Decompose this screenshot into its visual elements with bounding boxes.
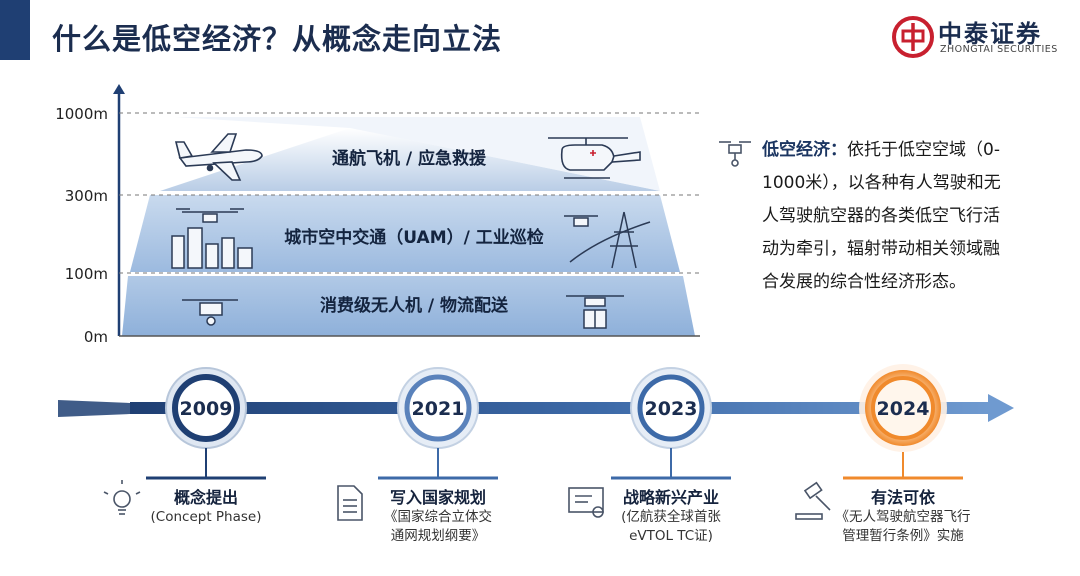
power-line-drone-icon bbox=[564, 211, 651, 269]
helicopter-icon bbox=[548, 137, 641, 179]
altitude-axis-arrow bbox=[113, 84, 125, 94]
timeline-arrowhead bbox=[988, 394, 1014, 422]
drone-definition-icon bbox=[719, 141, 751, 167]
band-top-shape bbox=[160, 128, 660, 191]
tick-label-0m: 0m bbox=[84, 328, 108, 346]
definition-line-3: 人驾驶航空器的各类低空飞行活 bbox=[762, 206, 1000, 226]
tick-label-300m: 300m bbox=[65, 187, 108, 205]
gavel-icon bbox=[795, 481, 831, 520]
definition-term: 低空经济： bbox=[762, 140, 847, 160]
year-2021: 2021 bbox=[412, 398, 465, 420]
milestone-node-2023: 2023 bbox=[611, 367, 731, 480]
definition-line-2: 1000米），以各种有人驾驶和无 bbox=[762, 173, 1001, 193]
milestone-node-2024: 2024 bbox=[843, 364, 963, 480]
timeline: 2009 2021 2023 2024 bbox=[58, 364, 1014, 521]
band-label-middle: 城市空中交通（UAM）/ 工业巡检 bbox=[284, 227, 543, 248]
definition-text: 低空经济：依托于低空空域（0- 1000米），以各种有人驾驶和无 人驾驶航空器的… bbox=[762, 134, 1047, 299]
year-2023: 2023 bbox=[645, 398, 698, 420]
airplane-icon bbox=[174, 133, 263, 181]
band-label-top: 通航飞机 / 应急救援 bbox=[332, 148, 487, 169]
altitude-band-top bbox=[160, 117, 660, 191]
tick-label-1000m: 1000m bbox=[55, 105, 108, 123]
certificate-icon bbox=[568, 487, 604, 518]
timeline-bar bbox=[130, 402, 990, 414]
zhongtai-logo-icon bbox=[892, 16, 934, 58]
milestone-node-2009: 2009 bbox=[146, 367, 266, 480]
altitude-diagram: 1000m 300m 100m 0m 通航飞机 / 应急救援 城市空中交通（UA… bbox=[55, 84, 700, 346]
year-2009: 2009 bbox=[180, 398, 233, 420]
page-title: 什么是低空经济？从概念走向立法 bbox=[52, 22, 503, 56]
definition-line-1: 依托于低空空域（0- bbox=[847, 140, 1000, 160]
definition-line-5: 合发展的综合性经济形态。 bbox=[762, 272, 966, 292]
timeline-tail bbox=[58, 400, 130, 417]
band-label-low: 消费级无人机 / 物流配送 bbox=[320, 295, 509, 316]
city-drone-icon bbox=[171, 208, 253, 269]
lightbulb-icon bbox=[103, 480, 141, 515]
milestone-title-2023: 战略新兴产业 bbox=[622, 488, 719, 507]
milestone-node-2021: 2021 bbox=[378, 367, 498, 480]
milestone-sub-2009: (Concept Phase) bbox=[150, 509, 262, 525]
altitude-band-low bbox=[122, 276, 695, 336]
consumer-drone-icon bbox=[182, 299, 238, 326]
milestone-title-2021: 写入国家规划 bbox=[389, 488, 486, 507]
document-icon bbox=[337, 485, 363, 521]
tick-label-100m: 100m bbox=[65, 265, 108, 283]
milestone-sub-2024: 《无人驾驶航空器飞行管理暂行条例》实施 bbox=[835, 509, 971, 544]
milestone-sub-2021: 《国家综合立体交通网规划纲要》 bbox=[384, 509, 492, 544]
year-2024: 2024 bbox=[877, 398, 930, 420]
milestone-title-2009: 概念提出 bbox=[173, 488, 238, 507]
brand-name-cn: 中泰证券 bbox=[938, 20, 1042, 48]
definition-line-4: 动为牵引，辐射带动相关领域融 bbox=[762, 239, 1000, 259]
altitude-band-middle bbox=[130, 195, 680, 272]
brand-name-en: ZHONGTAI SECURITIES bbox=[940, 44, 1058, 55]
title-accent-bar bbox=[0, 0, 30, 60]
band-top-haze bbox=[175, 117, 660, 191]
milestone-title-2024: 有法可依 bbox=[870, 488, 935, 507]
delivery-drone-icon bbox=[566, 295, 624, 329]
